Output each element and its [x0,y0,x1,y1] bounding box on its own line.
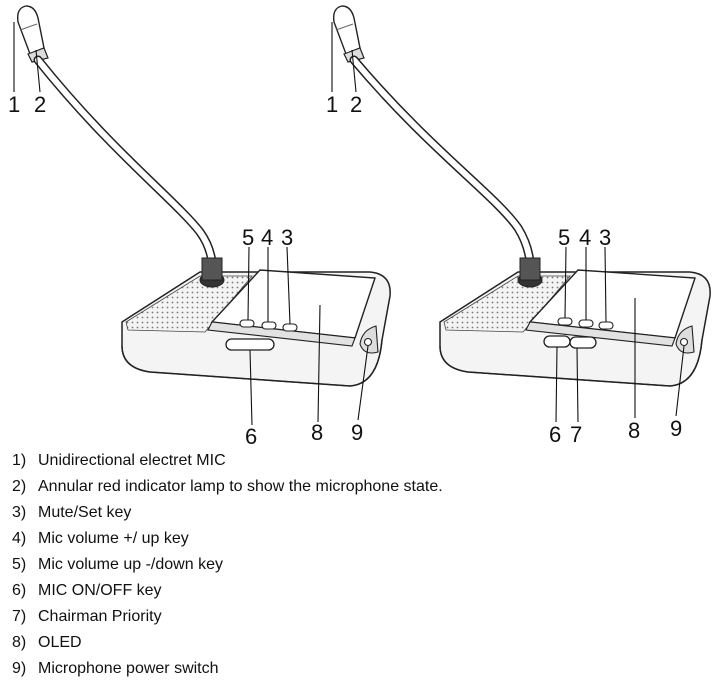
callout-6-right: 6 [549,422,561,447]
volume-up-key-left[interactable] [261,321,277,330]
legend-text: Unidirectional electret MIC [38,452,226,469]
legend-text: Mute/Set key [38,504,132,521]
legend-number: 5) [12,556,27,573]
mic-capsule-right [332,5,361,55]
mute-set-key-right[interactable] [598,321,614,330]
chairman-priority-key[interactable] [569,336,597,349]
parts-legend: 1) Unidirectional electret MIC 2) Annular … [12,448,712,682]
mic-on-off-key-right[interactable] [543,335,571,348]
mute-set-key-left[interactable] [282,323,298,332]
callout-3-right: 3 [599,225,611,250]
delegate-unit: 1 2 5 4 3 6 8 9 [8,5,391,449]
legend-item: 2) Annular red indicator lamp to show the… [12,474,712,500]
callout-6-left: 6 [245,424,257,449]
callout-9-right: 9 [670,416,682,441]
callout-4-right: 4 [579,225,591,250]
legend-item: 1) Unidirectional electret MIC [12,448,712,474]
legend-number: 1) [12,452,27,469]
callout-3-left: 3 [281,225,293,250]
legend-number: 2) [12,478,27,495]
legend-text: Chairman Priority [38,608,162,625]
volume-down-key-left[interactable] [239,319,255,328]
callout-4-left: 4 [261,225,273,250]
callout-1-left: 1 [8,92,20,117]
legend-number: 4) [12,530,27,547]
mic-capsule-left [16,5,45,55]
power-switch-right[interactable] [679,337,689,347]
mic-on-off-key-left[interactable] [225,338,275,351]
legend-item: 4) Mic volume +/ up key [12,526,712,552]
callout-9-left: 9 [351,420,363,445]
legend-text: Mic volume +/ up key [38,530,189,547]
legend-number: 9) [12,660,27,677]
legend-item: 7) Chairman Priority [12,604,712,630]
callout-2-right: 2 [350,92,362,117]
volume-down-key-right[interactable] [557,317,573,326]
callout-1-right: 1 [326,92,338,117]
legend-text: Microphone power switch [38,660,219,677]
chairman-unit: 1 2 5 4 3 6 7 8 9 [326,5,711,447]
legend-item: 6) MIC ON/OFF key [12,578,712,604]
callout-5-right: 5 [558,225,570,250]
legend-text: OLED [38,634,82,651]
legend-text: MIC ON/OFF key [38,582,162,599]
legend-number: 8) [12,634,27,651]
callout-5-left: 5 [242,225,254,250]
callout-8-right: 8 [628,418,640,443]
callout-2-left: 2 [34,92,46,117]
legend-item: 8) OLED [12,630,712,656]
legend-number: 3) [12,504,27,521]
legend-item: 9) Microphone power switch [12,656,712,682]
microphone-diagram: 1 2 5 4 3 6 8 9 [8,5,711,449]
legend-text: Annular red indicator lamp to show the m… [38,478,443,495]
callout-7-right: 7 [570,422,582,447]
legend-item: 3) Mute/Set key [12,500,712,526]
volume-up-key-right[interactable] [578,319,594,328]
callout-8-left: 8 [311,420,323,445]
legend-number: 6) [12,582,27,599]
legend-item: 5) Mic volume up -/down key [12,552,712,578]
legend-text: Mic volume up -/down key [38,556,223,573]
power-switch-left[interactable] [363,337,373,347]
legend-number: 7) [12,608,27,625]
